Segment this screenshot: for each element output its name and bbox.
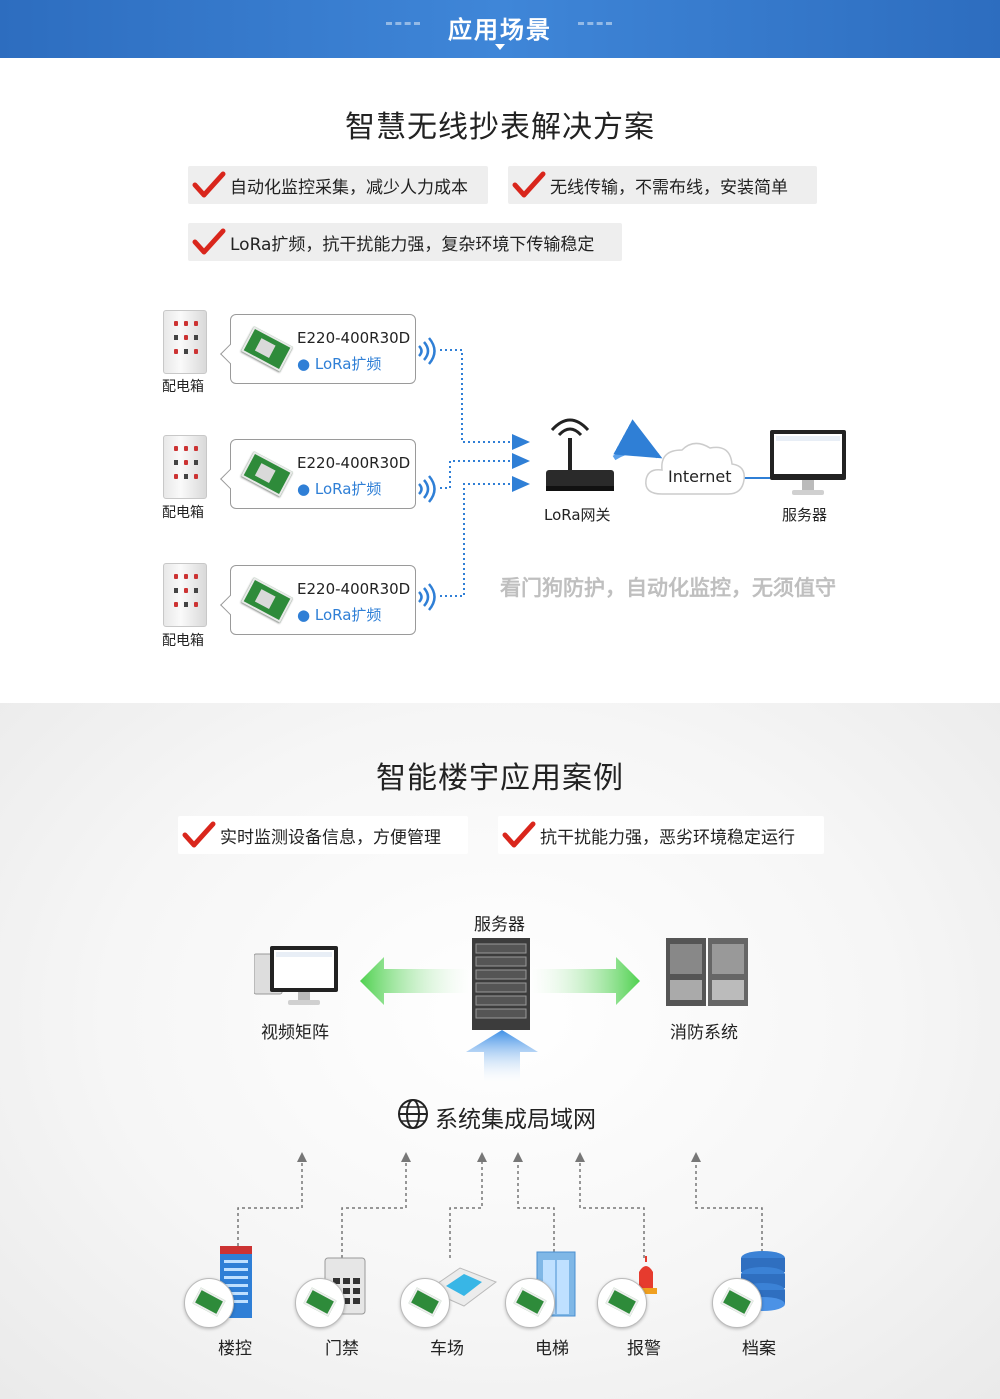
alarm-icon bbox=[635, 1256, 657, 1294]
lora-module-icon bbox=[241, 577, 293, 623]
wifi-icon bbox=[418, 475, 436, 503]
fire-system-label: 消防系统 bbox=[670, 1023, 738, 1043]
fire-system-cabinet-icon bbox=[666, 938, 748, 1006]
slogan-text: 看门狗防护，自动化监控，无须值守 bbox=[500, 576, 836, 600]
node-label: 报警 bbox=[627, 1339, 661, 1359]
module-card: E220-400R30D ● LoRa扩频 bbox=[220, 439, 416, 509]
wifi-icon bbox=[418, 337, 436, 365]
section-header-bar: 应用场景 bbox=[0, 0, 1000, 58]
monitor-icon bbox=[254, 946, 338, 1005]
feature-text: 实时监测设备信息，方便管理 bbox=[220, 827, 441, 848]
lora-module-badge bbox=[597, 1278, 647, 1328]
node-access-control: 门禁 bbox=[293, 1240, 393, 1370]
upload-arrow bbox=[466, 1030, 538, 1082]
distribution-cabinet-icon bbox=[163, 563, 207, 627]
module-tag: ● LoRa扩频 bbox=[297, 355, 382, 373]
node-parking: 车场 bbox=[398, 1240, 498, 1370]
node-alarm: 报警 bbox=[595, 1240, 695, 1370]
feature-item: 实时监测设备信息，方便管理 bbox=[178, 816, 468, 854]
wifi-icon bbox=[418, 583, 436, 611]
gateway-label: LoRa网关 bbox=[544, 506, 611, 524]
lora-module-badge bbox=[505, 1278, 555, 1328]
node-label: 档案 bbox=[742, 1339, 776, 1359]
lan-connectors bbox=[237, 1152, 763, 1258]
node-building-control: 楼控 bbox=[182, 1240, 282, 1370]
check-icon bbox=[502, 821, 536, 848]
cloud-icon bbox=[645, 442, 745, 495]
distribution-cabinet-icon bbox=[163, 435, 207, 499]
header-dash-left bbox=[386, 22, 420, 25]
cabinet-label: 配电箱 bbox=[162, 505, 204, 521]
module-model: E220-400R30D bbox=[297, 580, 411, 598]
lan-label: 系统集成局域网 bbox=[435, 1107, 596, 1133]
server-rack-icon bbox=[472, 938, 530, 1030]
bidirectional-arrow-left bbox=[360, 957, 470, 1005]
lora-module-icon bbox=[241, 326, 293, 372]
node-label: 楼控 bbox=[218, 1339, 252, 1359]
server-rack-label: 服务器 bbox=[474, 915, 525, 935]
cabinet-label: 配电箱 bbox=[162, 379, 204, 395]
feature-text: 无线传输，不需布线，安装简单 bbox=[550, 177, 788, 198]
connection-lines bbox=[440, 349, 770, 597]
router-icon bbox=[546, 418, 614, 491]
header-title: 应用场景 bbox=[448, 16, 552, 44]
module-card: E220-400R30D ● LoRa扩频 bbox=[220, 565, 416, 635]
lora-module-badge bbox=[712, 1278, 762, 1328]
feature-text: 自动化监控采集，减少人力成本 bbox=[230, 177, 468, 198]
cabinet-label: 配电箱 bbox=[162, 633, 204, 649]
module-card: E220-400R30D ● LoRa扩频 bbox=[220, 314, 416, 384]
header-dash-right bbox=[578, 22, 612, 25]
node-archive: 档案 bbox=[710, 1240, 810, 1370]
module-tag: ● LoRa扩频 bbox=[297, 480, 382, 498]
header-caret-icon bbox=[495, 44, 505, 50]
lora-module-badge bbox=[400, 1278, 450, 1328]
check-icon bbox=[192, 228, 226, 255]
cloud-label: Internet bbox=[668, 467, 732, 486]
node-label: 门禁 bbox=[325, 1339, 359, 1359]
lora-module-badge bbox=[295, 1278, 345, 1328]
distribution-cabinet-icon bbox=[163, 310, 207, 374]
feature-text: 抗干扰能力强，恶劣环境稳定运行 bbox=[540, 827, 795, 848]
section1-title: 智慧无线抄表解决方案 bbox=[345, 110, 655, 145]
node-label: 电梯 bbox=[535, 1339, 569, 1359]
check-icon bbox=[192, 171, 226, 198]
section2-title: 智能楼宇应用案例 bbox=[376, 761, 624, 796]
node-elevator: 电梯 bbox=[503, 1240, 603, 1370]
lora-module-icon bbox=[241, 451, 293, 497]
module-model: E220-400R30D bbox=[297, 329, 411, 347]
lora-module-badge bbox=[184, 1278, 234, 1328]
monitor-icon bbox=[770, 430, 846, 495]
node-label: 车场 bbox=[430, 1339, 464, 1359]
video-matrix-label: 视频矩阵 bbox=[261, 1023, 329, 1043]
feature-text: LoRa扩频，抗干扰能力强，复杂环境下传输稳定 bbox=[230, 234, 595, 255]
feature-item: LoRa扩频，抗干扰能力强，复杂环境下传输稳定 bbox=[188, 223, 622, 261]
check-icon bbox=[182, 821, 216, 848]
module-model: E220-400R30D bbox=[297, 454, 411, 472]
check-icon bbox=[512, 171, 546, 198]
feature-item: 抗干扰能力强，恶劣环境稳定运行 bbox=[498, 816, 824, 854]
bidirectional-arrow-right bbox=[530, 957, 640, 1005]
module-tag: ● LoRa扩频 bbox=[297, 606, 382, 624]
elevator-icon bbox=[536, 1251, 576, 1317]
feature-item: 自动化监控采集，减少人力成本 bbox=[188, 166, 488, 204]
globe-icon bbox=[398, 1099, 428, 1129]
server-label: 服务器 bbox=[782, 506, 828, 524]
feature-item: 无线传输，不需布线，安装简单 bbox=[508, 166, 817, 204]
